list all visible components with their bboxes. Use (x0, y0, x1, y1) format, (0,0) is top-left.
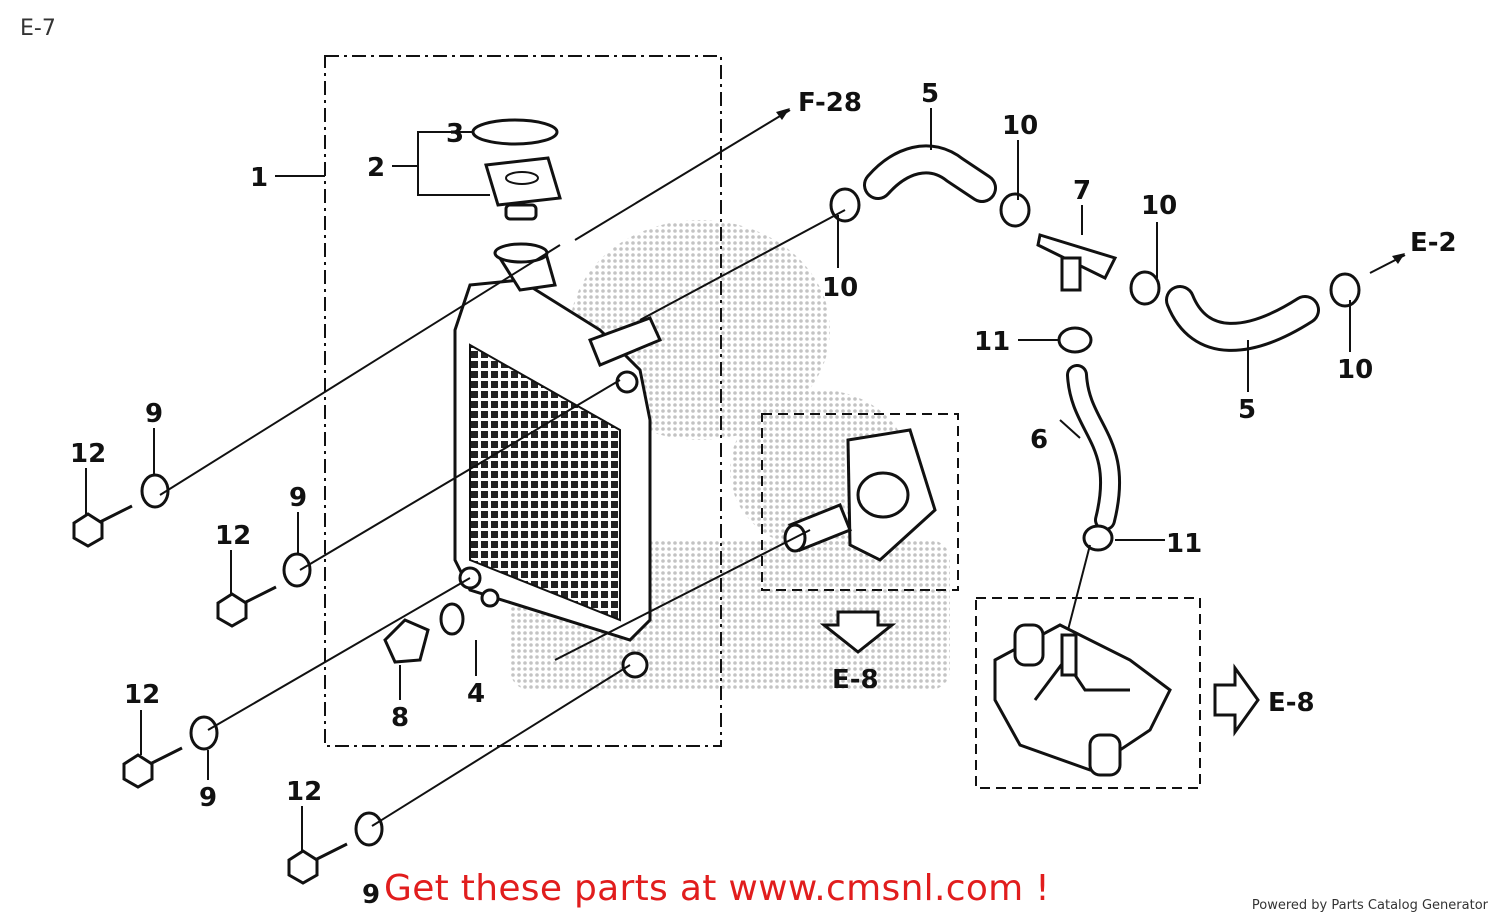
callout-11a: 11 (974, 327, 1010, 357)
callout-12c: 12 (124, 680, 160, 710)
callout-10c: 10 (822, 273, 858, 303)
thermostat-cover (783, 428, 937, 562)
radiator-cap-2 (484, 156, 562, 221)
clamps-10 (829, 187, 1361, 308)
water-pump-cover (993, 623, 1172, 777)
arrow-e2 (1392, 253, 1405, 264)
assembly-box (324, 55, 722, 747)
drain-bolt-8 (383, 618, 430, 664)
callout-10b: 10 (1141, 191, 1177, 221)
callout-8: 8 (391, 703, 409, 733)
callout-1: 1 (250, 163, 268, 193)
callout-7: 7 (1073, 176, 1091, 206)
callout-4: 4 (467, 679, 485, 709)
arrow-f28 (776, 108, 790, 120)
callout-6: 6 (1030, 425, 1048, 455)
callout-10d: 10 (1337, 355, 1373, 385)
callout-9d: 9 (362, 880, 380, 910)
joint-7 (1036, 233, 1118, 292)
diagram-title: E-7 (20, 16, 56, 41)
pump-box (975, 597, 1201, 789)
callout-12d: 12 (286, 777, 322, 807)
powered-by-text: Powered by Parts Catalog Generator (1251, 898, 1488, 913)
ref-e2: E-2 (1410, 228, 1457, 258)
washer-4 (439, 602, 465, 636)
callout-9a: 9 (145, 399, 163, 429)
callout-5-upper: 5 (921, 79, 939, 109)
callout-5-lower: 5 (1238, 395, 1256, 425)
radiator (453, 242, 663, 679)
ref-e8-right: E-8 (1268, 688, 1315, 718)
callout-9c: 9 (199, 783, 217, 813)
arrow-e8-down (819, 610, 897, 654)
arrow-e8-right (1213, 663, 1260, 737)
get-parts-link[interactable]: Get these parts at www.cmsnl.com ! (384, 868, 1050, 909)
callout-9b: 9 (289, 483, 307, 513)
washers-9 (140, 473, 384, 847)
callout-11b: 11 (1166, 529, 1202, 559)
ref-f28: F-28 (798, 88, 862, 118)
callout-2: 2 (367, 153, 385, 183)
thermostat-box (761, 413, 959, 591)
callout-3: 3 (446, 119, 464, 149)
clips-11 (1057, 326, 1114, 552)
leader-lines (85, 108, 1406, 852)
ref-e8-down: E-8 (832, 665, 879, 695)
callout-12b: 12 (215, 521, 251, 551)
callout-12a: 12 (70, 439, 106, 469)
callout-10a: 10 (1002, 111, 1038, 141)
cap-seal-3 (471, 118, 559, 146)
